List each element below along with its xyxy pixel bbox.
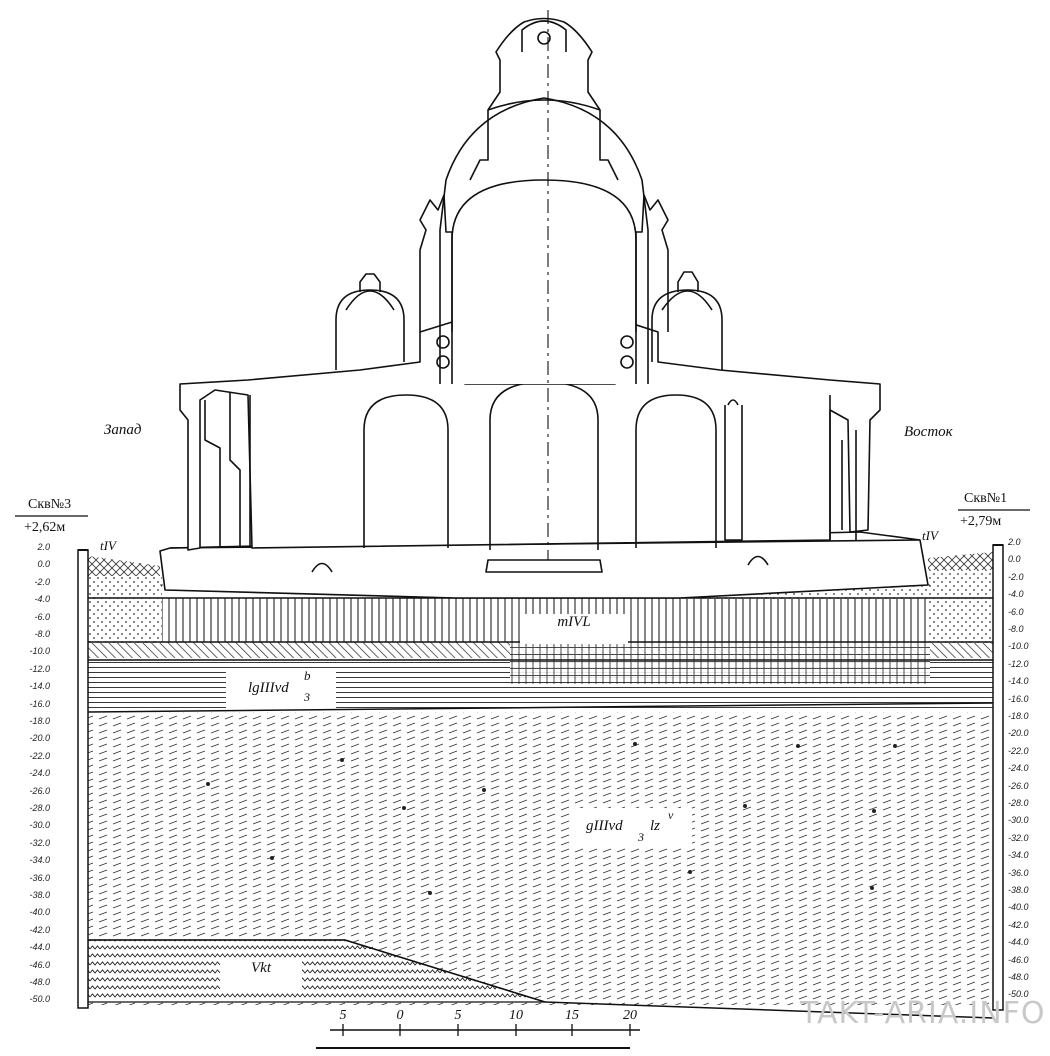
layer-dots-right xyxy=(928,570,993,643)
lg-main: lgIIIvd xyxy=(248,680,289,696)
layer-dots-left xyxy=(88,575,162,643)
depth-right-tick: -30.0 xyxy=(1008,815,1029,826)
depth-right-tick: -22.0 xyxy=(1008,745,1029,756)
depth-left-tick: -18.0 xyxy=(29,716,50,726)
depth-left-tick: -40.0 xyxy=(29,907,50,918)
g-main: gIIIvd xyxy=(586,818,623,834)
depth-left-tick: -22.0 xyxy=(29,750,50,761)
lg-sub: 3 xyxy=(304,690,310,704)
scale-label: 15 xyxy=(565,1008,579,1023)
well-headers xyxy=(15,509,1030,517)
scale-label: 10 xyxy=(509,1008,523,1023)
depth-left-tick: -36.0 xyxy=(29,872,50,883)
depth-left-tick: -20.0 xyxy=(29,733,50,744)
depth-right-tick: 2.0 xyxy=(1008,537,1021,547)
depth-right-tick: -10.0 xyxy=(1008,641,1029,652)
depth-left-tick: 2.0 xyxy=(37,542,50,552)
well-left-name: Скв№3 xyxy=(28,497,72,512)
g-sub: 3 xyxy=(638,830,644,844)
depth-right-tick: -14.0 xyxy=(1008,676,1029,687)
depth-right-tick: -8.0 xyxy=(1008,624,1024,634)
label-west: Запад xyxy=(104,422,142,438)
layer-label-g: gIIIvd 3 lz v xyxy=(570,808,692,848)
depth-right-tick: -28.0 xyxy=(1008,798,1029,808)
depth-left-tick: -26.0 xyxy=(29,785,50,796)
depth-right-tick: -20.0 xyxy=(1008,728,1029,739)
layer-label-tiv-right: tIV xyxy=(922,528,938,543)
depth-right-tick: 0.0 xyxy=(1008,554,1021,565)
depth-right-tick: -50.0 xyxy=(1008,989,1029,1000)
depth-left-tick: -14.0 xyxy=(29,681,50,692)
scale-label: 5 xyxy=(454,1008,462,1023)
depth-left-tick: -30.0 xyxy=(29,820,50,831)
g-rest: lz xyxy=(650,818,661,834)
depth-left-tick: -16.0 xyxy=(29,698,50,709)
depth-left-tick: -34.0 xyxy=(29,855,50,866)
scale-label: 0 xyxy=(396,1008,404,1023)
depth-right-tick: -6.0 xyxy=(1008,606,1024,617)
depth-left-tick: -6.0 xyxy=(34,611,50,622)
scale-label: 5 xyxy=(339,1008,347,1023)
depth-right-tick: -46.0 xyxy=(1008,954,1029,965)
depth-left-tick: 0.0 xyxy=(37,559,50,570)
depth-left-tick: -32.0 xyxy=(29,837,50,848)
depth-right-tick: -32.0 xyxy=(1008,832,1029,843)
depth-left-tick: -28.0 xyxy=(29,803,50,813)
depth-right-tick: -12.0 xyxy=(1008,658,1029,669)
depth-left-tick: -24.0 xyxy=(29,768,50,779)
watermark: TAKT-ARIA.INFO xyxy=(800,996,1046,1031)
cathedral-section xyxy=(159,10,929,599)
depth-right-tick: -4.0 xyxy=(1008,589,1024,600)
depth-right-tick: -24.0 xyxy=(1008,763,1029,774)
depth-left-tick: -50.0 xyxy=(29,994,50,1005)
depth-left-tick: -44.0 xyxy=(29,942,50,953)
depth-left-tick: -10.0 xyxy=(29,646,50,657)
depth-left-tick: -2.0 xyxy=(34,576,50,587)
well-right-elev: +2,79м xyxy=(960,514,1002,529)
depth-left-tick: -38.0 xyxy=(29,890,50,900)
well-right-name: Скв№1 xyxy=(964,491,1008,506)
depth-left-tick: -12.0 xyxy=(29,663,50,674)
depth-right-tick: -44.0 xyxy=(1008,937,1029,948)
depth-right-tick: -16.0 xyxy=(1008,693,1029,704)
well-left-elev: +2,62м xyxy=(24,520,66,535)
layer-label-mivl: mIVL xyxy=(520,614,628,644)
well-columns xyxy=(77,544,1004,1011)
depth-left-tick: -8.0 xyxy=(34,629,50,639)
depth-right-tick: -48.0 xyxy=(1008,972,1029,982)
g-sup: v xyxy=(668,808,674,822)
depth-left-tick: -46.0 xyxy=(29,959,50,970)
lg-sup: b xyxy=(304,668,311,683)
scale-bar xyxy=(316,1024,640,1049)
depth-right-tick: -36.0 xyxy=(1008,867,1029,878)
depth-right-tick: -2.0 xyxy=(1008,571,1024,582)
layer-label-vkt: Vkt xyxy=(220,960,302,990)
scale-labels: 5 0 5 10 15 20 xyxy=(0,1008,1050,1028)
depth-left-tick: -48.0 xyxy=(29,977,50,987)
depth-right-tick: -18.0 xyxy=(1008,711,1029,721)
depth-right-tick: -40.0 xyxy=(1008,902,1029,913)
layer-label-tiv-left: tIV xyxy=(100,538,116,553)
layer-grid-zone xyxy=(510,642,930,684)
label-east: Восток xyxy=(904,424,953,440)
depth-right-tick: -38.0 xyxy=(1008,885,1029,895)
depth-left-tick: -4.0 xyxy=(34,594,50,605)
layer-tiv-right xyxy=(928,552,993,570)
layer-label-lg: lgIIIvd b 3 xyxy=(226,668,336,708)
geology-layers xyxy=(87,552,994,1019)
depth-right-tick: -42.0 xyxy=(1008,919,1029,930)
depth-left-tick: -42.0 xyxy=(29,924,50,935)
scale-label: 20 xyxy=(623,1008,637,1023)
depth-right-tick: -34.0 xyxy=(1008,850,1029,861)
depth-right-tick: -26.0 xyxy=(1008,780,1029,791)
layer-tiv-left xyxy=(88,556,160,576)
